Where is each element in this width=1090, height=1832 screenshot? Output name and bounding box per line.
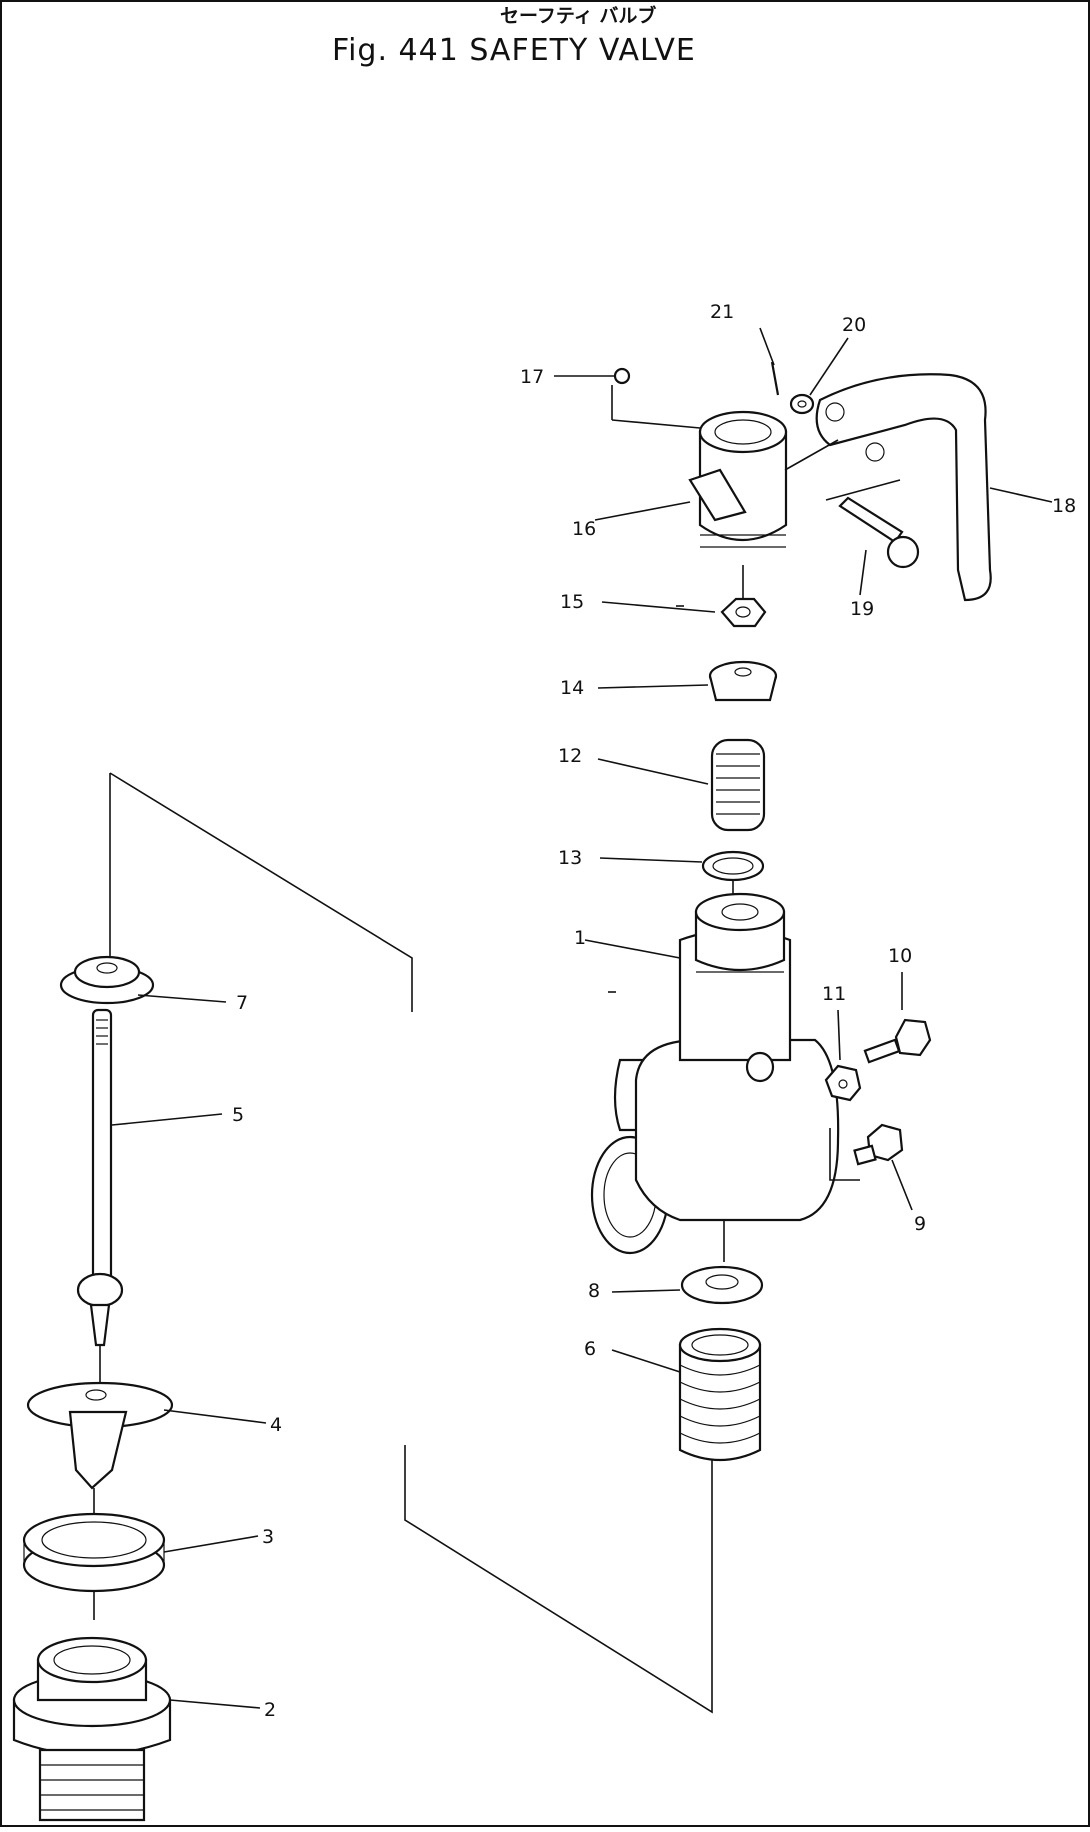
right-bracket-line	[404, 1445, 713, 1714]
callout-2: 2	[264, 1699, 276, 1721]
leader-11	[837, 1009, 841, 1061]
part-7-cap	[59, 955, 155, 1005]
leader-3	[163, 1535, 259, 1553]
japanese-title: セーフティ バルブ	[500, 4, 656, 27]
callout-19: 19	[850, 598, 874, 620]
leader-7	[137, 994, 227, 1003]
callout-6: 6	[584, 1338, 596, 1360]
callout-10: 10	[888, 945, 912, 967]
part-4-disc	[26, 1381, 174, 1490]
left-bracket-line	[109, 772, 413, 1012]
bracket-9	[829, 1128, 860, 1181]
leader-2	[169, 1699, 261, 1709]
part-20-washer	[789, 337, 849, 415]
leader-1	[584, 939, 681, 959]
leader-19	[859, 549, 867, 596]
callout-5: 5	[232, 1104, 244, 1126]
part-17-screw	[611, 367, 701, 429]
callout-17: 17	[520, 366, 544, 388]
part-6-bellows	[678, 1327, 762, 1462]
leader-16	[594, 501, 691, 521]
callout-13: 13	[558, 847, 582, 869]
part-13-ring	[701, 850, 765, 882]
part-15-nut	[720, 597, 767, 628]
callout-11: 11	[822, 983, 846, 1005]
callout-8: 8	[588, 1280, 600, 1302]
part-5-stem	[76, 1008, 124, 1347]
callout-7: 7	[236, 992, 248, 1014]
leader-15	[601, 601, 716, 613]
callout-14: 14	[560, 677, 584, 699]
part-19-pin	[825, 479, 920, 569]
part-11-nut	[824, 1064, 862, 1102]
part-1-body	[590, 892, 840, 1255]
callout-3: 3	[262, 1526, 274, 1548]
part-21-pin	[759, 327, 780, 396]
leader-4	[163, 1409, 267, 1424]
callout-9: 9	[914, 1213, 926, 1235]
callout-1: 1	[574, 927, 586, 949]
part-18-lever	[784, 373, 992, 602]
callout-20: 20	[842, 314, 866, 336]
leader-18	[989, 487, 1053, 503]
part-8-washer	[680, 1265, 764, 1305]
callout-16: 16	[572, 518, 596, 540]
callout-21: 21	[710, 301, 734, 323]
part-3-ring	[22, 1512, 166, 1593]
figure-title: Fig. 441 SAFETY VALVE	[332, 33, 696, 68]
callout-15: 15	[560, 591, 584, 613]
callout-4: 4	[270, 1414, 282, 1436]
leader-5	[111, 1113, 223, 1126]
part-14-seat	[708, 660, 778, 702]
callout-12: 12	[558, 745, 582, 767]
part-2-fitting	[12, 1636, 172, 1822]
part-16-cap	[688, 410, 788, 548]
callout-18: 18	[1052, 495, 1076, 517]
leader-14	[597, 684, 709, 689]
leader-8	[611, 1289, 681, 1293]
leader-6	[611, 1349, 681, 1373]
leader-12	[597, 758, 709, 785]
part-9-plug	[853, 1123, 904, 1166]
part-10-bolt	[863, 1018, 932, 1064]
leader-13	[599, 857, 703, 863]
part-12-spring	[710, 738, 766, 832]
leader-9	[891, 1159, 913, 1211]
